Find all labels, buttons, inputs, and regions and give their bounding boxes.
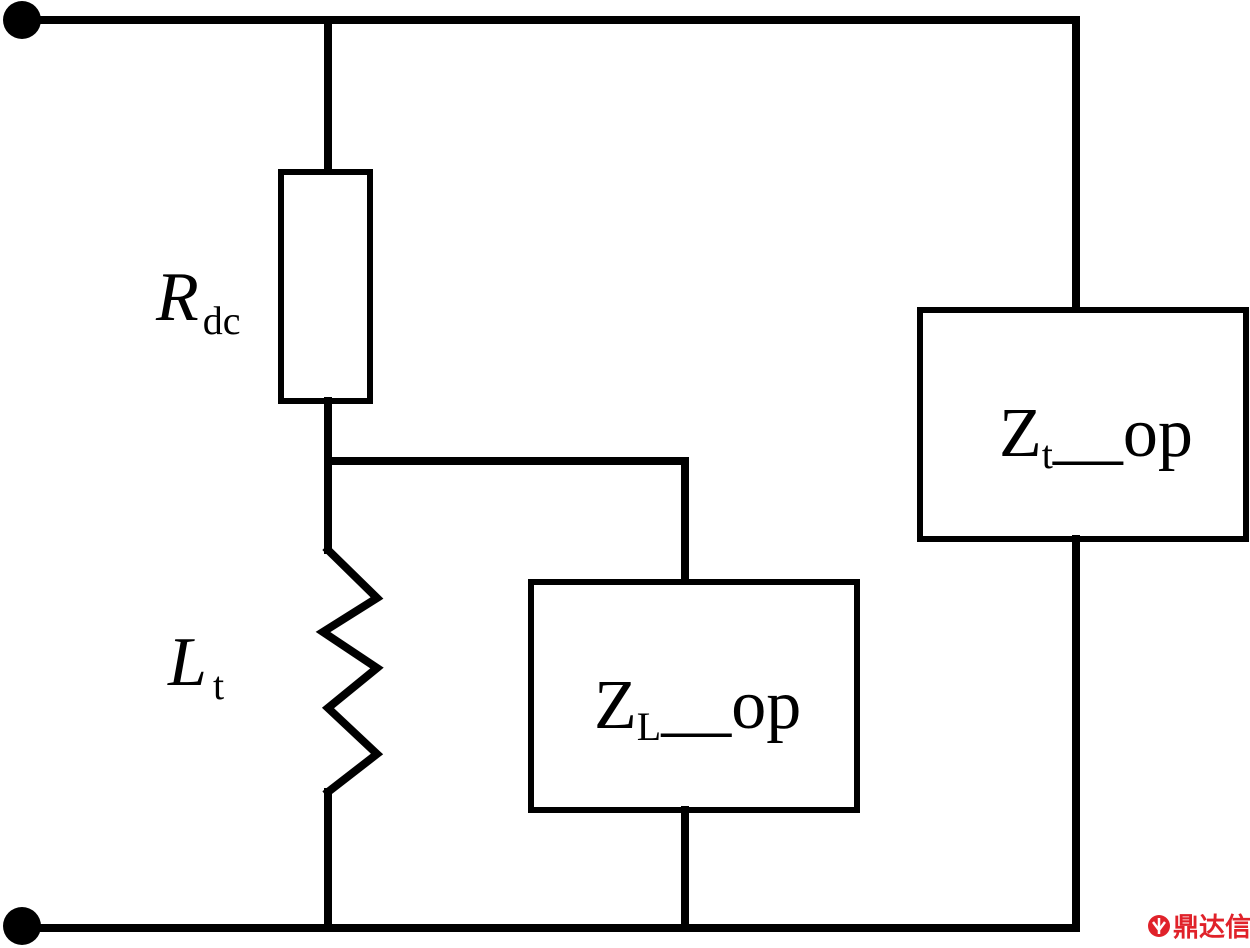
zl-op-box (528, 579, 860, 813)
zt-op-label-suffix: __op (1052, 395, 1193, 472)
watermark: 鼎达信 (1148, 913, 1250, 943)
lt-label-sub: t (213, 663, 224, 708)
zl-op-label-sub: L (637, 704, 661, 749)
lt-label-main: L (167, 624, 207, 701)
bottom-left-terminal (3, 907, 41, 945)
rdc-label-sub: dc (203, 298, 241, 343)
zl-op-label-suffix: __op (660, 667, 801, 744)
zl-op-top-wire (324, 457, 689, 586)
zt-op-box (917, 307, 1249, 542)
watermark-text: 鼎达信 (1173, 913, 1250, 943)
rdc-label-main: R (155, 259, 199, 336)
top-left-terminal (3, 1, 41, 39)
lt-inductor (315, 544, 384, 798)
zl-op-label-main: Z (594, 667, 637, 744)
watermark-logo-glyph (1152, 918, 1166, 934)
zt-op-label-main: Z (999, 395, 1042, 472)
rdc-resistor (278, 169, 373, 404)
zl-op-label: ZL__op (594, 667, 801, 749)
zt-op-label-sub: t (1042, 432, 1053, 477)
zt-op-label: Zt__op (999, 395, 1193, 477)
